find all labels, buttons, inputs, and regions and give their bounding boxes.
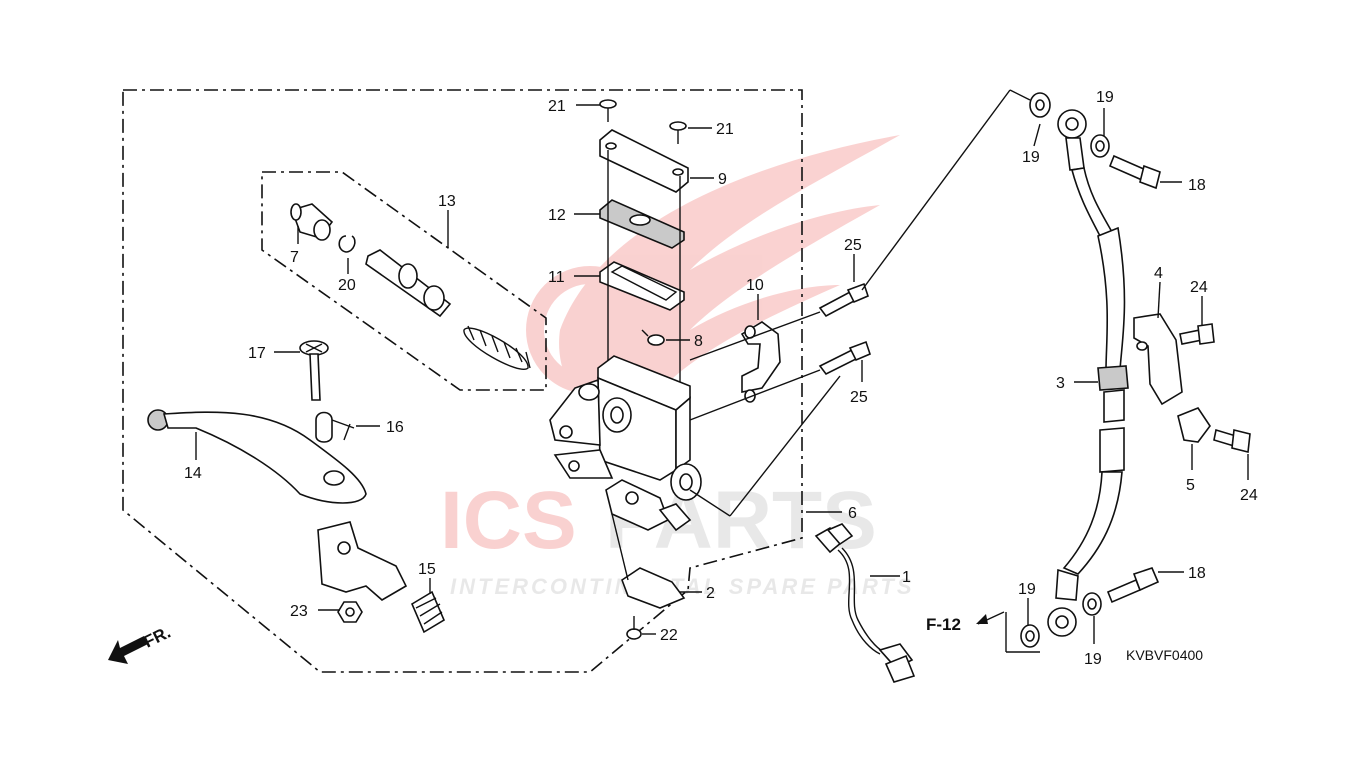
callout-23: 23 xyxy=(290,603,308,620)
watermark-wing-logo xyxy=(559,135,900,420)
callout-24-lower: 24 xyxy=(1240,487,1258,504)
wire-harness-1 xyxy=(814,523,916,683)
callout-2: 2 xyxy=(706,585,715,602)
holder-10 xyxy=(740,321,781,403)
brake-lever-14 xyxy=(147,409,367,504)
hose-clamp-4 xyxy=(1133,313,1183,406)
reservoir-cap-9 xyxy=(599,129,689,193)
float-8 xyxy=(641,329,665,346)
sealing-washer-19-top-b xyxy=(1090,134,1110,158)
brake-hose-3 xyxy=(1047,109,1129,637)
master-cylinder-body xyxy=(549,355,702,501)
callout-10: 10 xyxy=(746,277,764,294)
spring-15 xyxy=(410,590,446,634)
callout-13: 13 xyxy=(438,193,456,210)
screw-21-right xyxy=(669,121,687,144)
bolt-24-upper xyxy=(1179,323,1215,345)
callout-8: 8 xyxy=(694,333,703,350)
callout-18-bottom: 18 xyxy=(1188,565,1206,582)
piston-kit-boundary xyxy=(261,171,547,391)
callout-25-lower: 25 xyxy=(850,389,868,406)
front-marker-label: FR. xyxy=(141,623,174,652)
watermark-brand-left: ICS xyxy=(440,475,577,566)
callout-14: 14 xyxy=(184,465,202,482)
oil-bolt-18-top xyxy=(1108,154,1161,190)
leader-lines xyxy=(195,104,1249,644)
sealing-washer-19-bottom-b xyxy=(1082,592,1102,616)
callout-6: 6 xyxy=(848,505,857,522)
callout-25-upper: 25 xyxy=(844,237,862,254)
callout-7: 7 xyxy=(290,249,299,266)
spring-16 xyxy=(315,411,355,443)
callout-21-left: 21 xyxy=(548,98,566,115)
sealing-washer-19-top-a xyxy=(1029,92,1051,118)
callout-24-upper: 24 xyxy=(1190,279,1208,296)
spring-kit xyxy=(463,325,531,370)
callout-12: 12 xyxy=(548,207,566,224)
callout-19-top-a: 19 xyxy=(1022,149,1040,166)
hose-clamp-5 xyxy=(1177,407,1211,443)
callouts: 21 21 9 12 11 8 13 7 20 17 16 14 23 15 2… xyxy=(184,89,1258,668)
nut-23 xyxy=(337,601,363,623)
callout-21-right: 21 xyxy=(716,121,734,138)
stop-switch-2 xyxy=(605,479,692,609)
screw-22 xyxy=(626,616,642,640)
callout-19-bottom-a: 19 xyxy=(1018,581,1036,598)
callout-17: 17 xyxy=(248,345,266,362)
piston-rod xyxy=(365,249,452,318)
callout-3: 3 xyxy=(1056,375,1065,392)
hose-leader-line xyxy=(861,89,1011,291)
oil-bolt-18-bottom xyxy=(1106,567,1160,604)
callout-22: 22 xyxy=(660,627,678,644)
sealing-washer-19-bottom-a xyxy=(1020,624,1040,648)
reference-f12: F-12 xyxy=(926,611,1005,634)
switch-bracket xyxy=(317,521,408,601)
callout-16: 16 xyxy=(386,419,404,436)
callout-9: 9 xyxy=(718,171,727,188)
diagram-code: KVBVF0400 xyxy=(1126,647,1203,663)
front-arrow-icon xyxy=(108,636,148,664)
callout-4: 4 xyxy=(1154,265,1163,282)
reference-label[interactable]: F-12 xyxy=(926,615,961,634)
callout-19-top-b: 19 xyxy=(1096,89,1114,106)
front-direction-marker: FR. xyxy=(108,623,174,664)
screw-21-left xyxy=(599,99,617,122)
callout-11: 11 xyxy=(548,269,565,286)
circlip-20 xyxy=(338,235,356,253)
callout-15: 15 xyxy=(418,561,436,578)
pivot-bolt-17 xyxy=(299,340,329,401)
bolt-25-lower xyxy=(818,340,871,376)
boot-7 xyxy=(290,203,334,241)
callout-5: 5 xyxy=(1186,477,1195,494)
callout-18-top: 18 xyxy=(1188,177,1206,194)
bolt-24-lower xyxy=(1213,428,1251,453)
callout-20: 20 xyxy=(338,277,356,294)
callout-19-bottom-b: 19 xyxy=(1084,651,1102,668)
callout-1: 1 xyxy=(902,569,911,586)
